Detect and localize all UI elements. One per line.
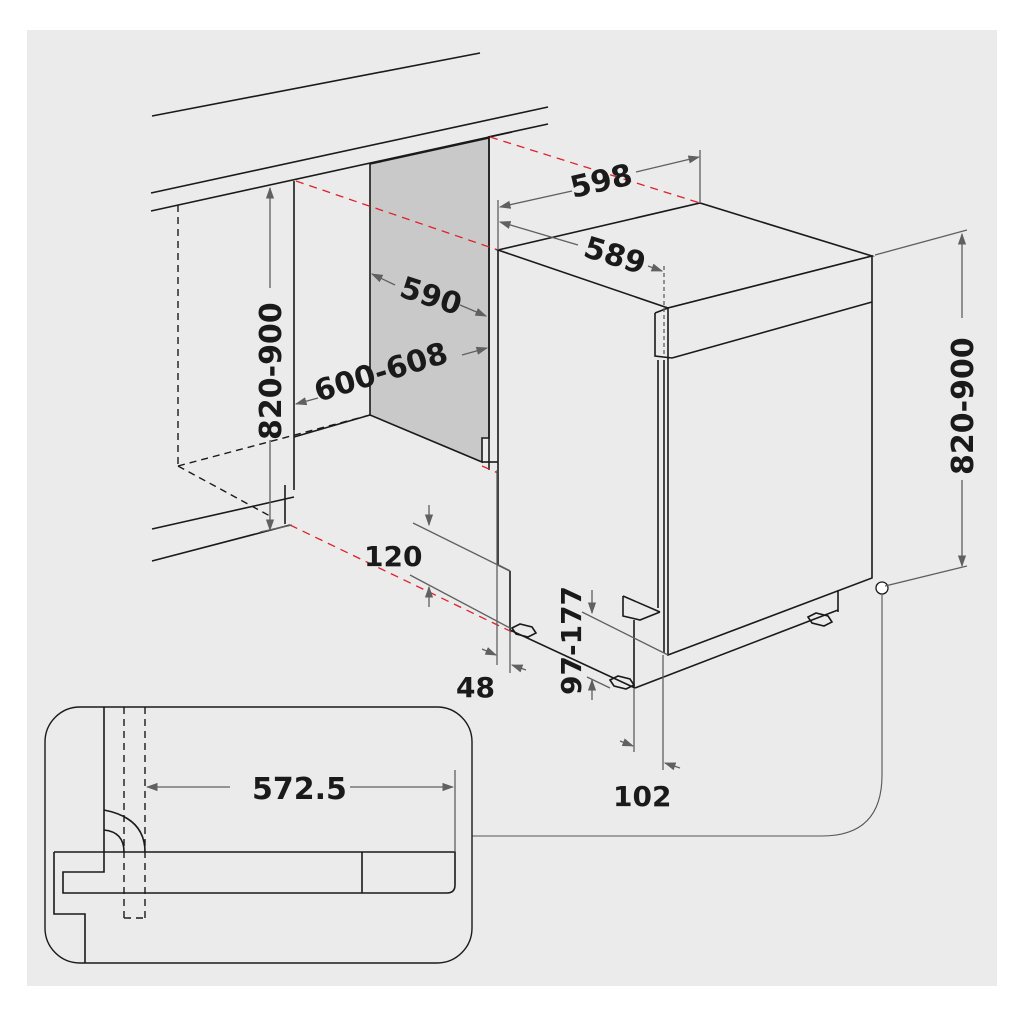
plinth-setback-label: 48: [456, 671, 495, 704]
alignment-lines: [289, 136, 701, 633]
foot-height-label: 97-177: [555, 586, 588, 695]
countertop: [150, 52, 549, 212]
detail-marker: [875, 581, 889, 595]
dimension-lines: [259, 150, 968, 837]
detail-inset: [44, 706, 473, 964]
niche-height-label: 820-900: [254, 302, 289, 440]
door-offset-label: 102: [613, 780, 671, 813]
dishwasher: [495, 202, 889, 690]
appliance-height-label: 820-900: [946, 337, 981, 475]
plinth-height-label: 120: [364, 540, 422, 573]
detail-door-width-label: 572.5: [252, 772, 347, 807]
